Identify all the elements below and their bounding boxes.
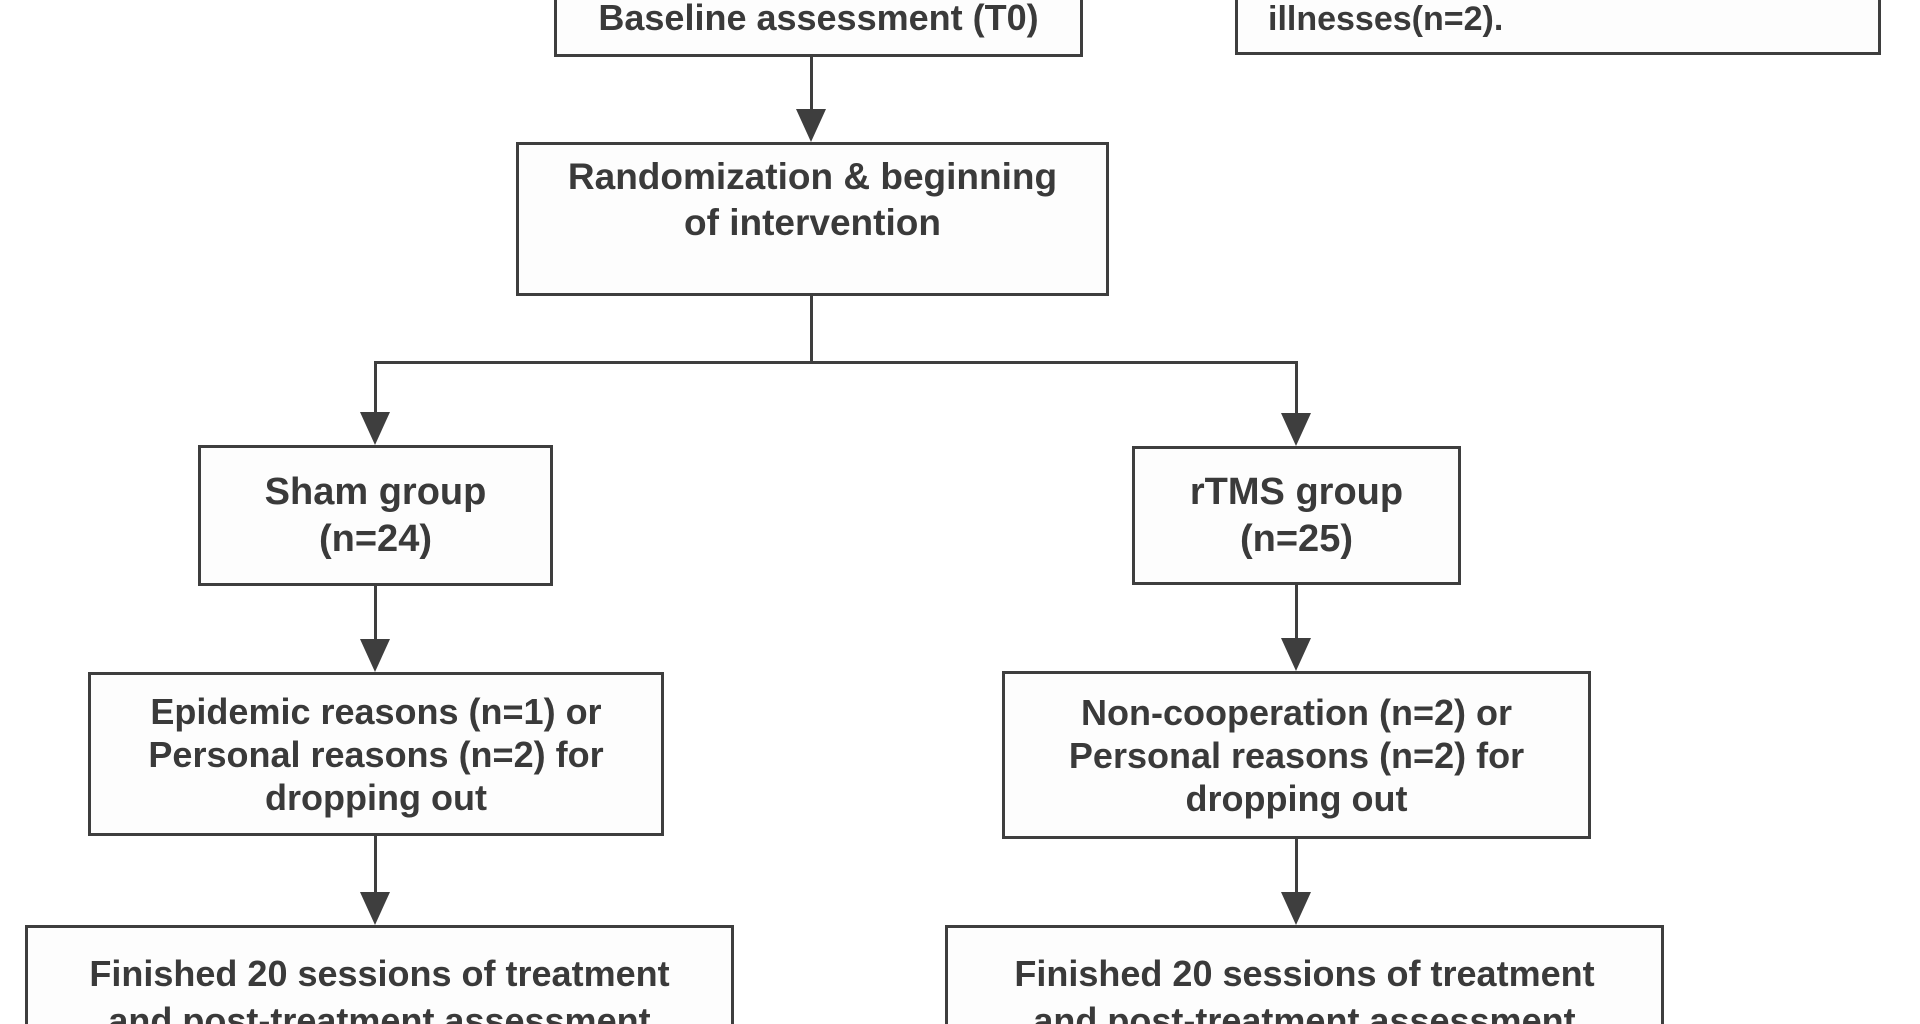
connector-rtms-to-dropout	[1295, 584, 1298, 640]
node-rtms-group: rTMS group (n=25)	[1132, 446, 1461, 585]
node-sham-dropout-line1: Epidemic reasons (n=1) or	[150, 690, 602, 732]
connector-baseline-to-randomization	[810, 55, 813, 112]
node-randomization-line2: of intervention	[684, 202, 941, 243]
arrowhead-split-to-rtms-icon	[1281, 413, 1311, 446]
arrowhead-split-to-sham-icon	[360, 412, 390, 445]
node-sham-group-line1: Sham group	[264, 470, 487, 513]
connector-sham-dropout-to-finished	[374, 835, 377, 894]
arrowhead-baseline-to-randomization-icon	[796, 109, 826, 142]
arrowhead-rtms-dropout-to-finished-icon	[1281, 892, 1311, 925]
node-sham-finished-line2: and post-treatment assessment	[108, 1000, 651, 1024]
node-exclusion-illnesses: illnesses(n=2).	[1235, 0, 1881, 55]
connector-split-to-sham	[374, 361, 377, 413]
node-sham-group: Sham group (n=24)	[198, 445, 553, 586]
connector-split-horizontal	[374, 361, 1298, 364]
node-rtms-dropout-line2: Personal reasons (n=2) for	[1068, 734, 1525, 776]
node-sham-finished-line1: Finished 20 sessions of treatment	[89, 953, 670, 994]
node-sham-dropout-line3: dropping out	[265, 776, 487, 818]
node-rtms-finished-line2: and post-treatment assessment	[1033, 1000, 1576, 1024]
node-rtms-dropout-line1: Non-cooperation (n=2) or	[1081, 691, 1512, 733]
arrowhead-rtms-to-dropout-icon	[1281, 638, 1311, 671]
node-rtms-group-line1: rTMS group	[1189, 470, 1404, 513]
node-baseline-assessment: Baseline assessment (T0)	[554, 0, 1083, 57]
node-sham-dropout: Epidemic reasons (n=1) or Personal reaso…	[88, 672, 664, 836]
node-rtms-finished-line1: Finished 20 sessions of treatment	[1014, 953, 1595, 994]
node-rtms-dropout-line3: dropping out	[1185, 777, 1408, 819]
connector-split-to-rtms	[1295, 361, 1298, 414]
node-rtms-group-line2: (n=25)	[1240, 517, 1353, 560]
connector-sham-to-dropout	[374, 585, 377, 641]
connector-rtms-dropout-to-finished	[1295, 838, 1298, 894]
arrowhead-sham-dropout-to-finished-icon	[360, 892, 390, 925]
node-sham-group-line2: (n=24)	[319, 517, 432, 560]
node-randomization-line1: Randomization & beginning	[567, 156, 1058, 197]
node-randomization: Randomization & beginning of interventio…	[516, 142, 1109, 296]
connector-randomization-stub	[810, 295, 813, 364]
node-rtms-finished: Finished 20 sessions of treatment and po…	[945, 925, 1664, 1024]
arrowhead-sham-to-dropout-icon	[360, 639, 390, 672]
node-sham-dropout-line2: Personal reasons (n=2) for	[148, 733, 604, 775]
node-exclusion-illnesses-label: illnesses(n=2).	[1268, 0, 1504, 38]
node-baseline-assessment-label: Baseline assessment (T0)	[598, 0, 1039, 38]
node-sham-finished: Finished 20 sessions of treatment and po…	[25, 925, 734, 1024]
node-rtms-dropout: Non-cooperation (n=2) or Personal reason…	[1002, 671, 1591, 839]
